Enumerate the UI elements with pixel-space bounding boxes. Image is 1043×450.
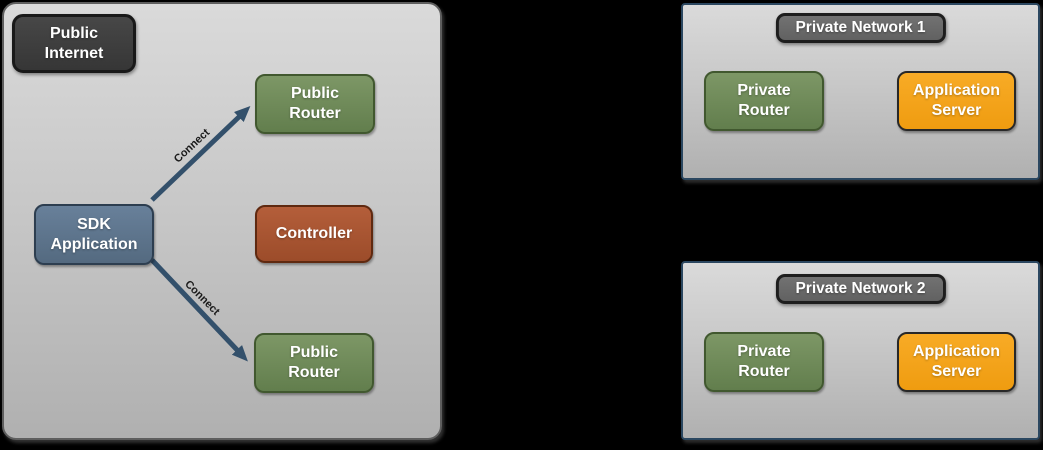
private-network-2-zone: Private Network 2 Private Router Applica…: [681, 261, 1040, 440]
node-private-router-2: Private Router: [704, 332, 824, 392]
private-network-2-label: Private Network 2: [775, 274, 946, 304]
connect-arrow-to-top-router: [150, 106, 251, 202]
node-sdk-application: SDK Application: [34, 204, 154, 265]
node-private-router-1: Private Router: [704, 71, 824, 131]
node-application-server-1: Application Server: [897, 71, 1016, 131]
connect-edge-label-bottom: Connect: [182, 278, 222, 318]
public-internet-zone: Public Internet Connect Connect Public R…: [2, 2, 442, 440]
node-public-router-top: Public Router: [255, 74, 375, 134]
private-network-1-label: Private Network 1: [775, 13, 946, 43]
connect-edge-label-top: Connect: [171, 126, 213, 166]
public-internet-label: Public Internet: [12, 14, 136, 73]
private-network-1-zone: Private Network 1 Private Router Applica…: [681, 3, 1040, 180]
node-application-server-2: Application Server: [897, 332, 1016, 392]
node-controller: Controller: [255, 205, 373, 263]
connect-arrow-to-bottom-router: [150, 258, 248, 362]
node-public-router-bottom: Public Router: [254, 333, 374, 393]
